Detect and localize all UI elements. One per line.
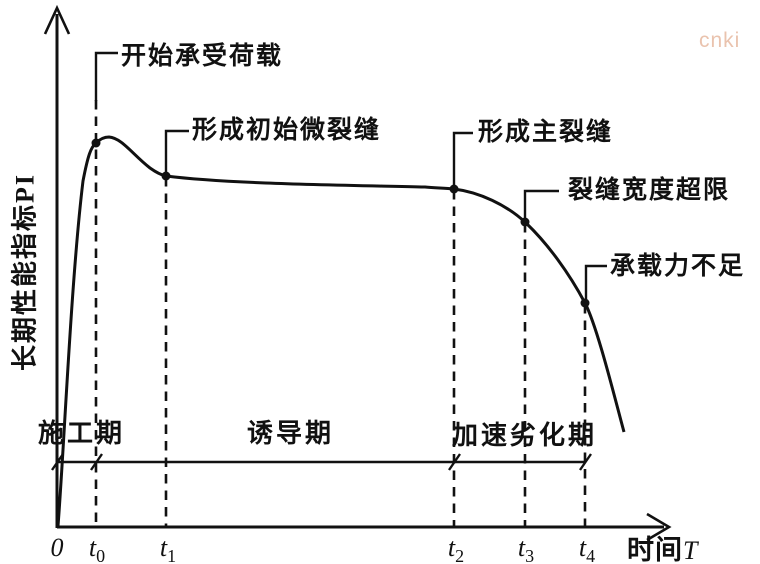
event-marker-t4	[580, 298, 590, 308]
tick-t3-sub: 3	[525, 546, 535, 564]
phase-label-accelerated-deterioration: 加速劣化期	[452, 421, 598, 450]
annotation-bracket-t2	[452, 131, 473, 189]
event-marker-t1	[161, 171, 171, 181]
event-marker-t2	[449, 184, 459, 194]
tick-t1-sub: 1	[167, 546, 177, 564]
phase-label-construction: 施工期	[38, 419, 126, 448]
cnki-watermark: cnki	[699, 29, 741, 52]
tick-t4-sub: 4	[586, 546, 596, 564]
tick-t2-sub: 2	[455, 546, 465, 564]
tick-t2: t2	[448, 534, 464, 564]
tick-t2-base: t	[447, 533, 456, 562]
tick-t0-sub: 0	[96, 546, 106, 564]
tick-t1-base: t	[159, 533, 168, 562]
timeline-divider-slash-t4	[579, 453, 592, 471]
annotation-crack-width-exceeded: 裂缝宽度超限	[568, 177, 731, 204]
annotation-bracket-t4	[584, 264, 607, 303]
annotation-main-crack: 形成主裂缝	[478, 119, 614, 146]
tick-origin-text: 0	[50, 533, 64, 562]
tick-t1: t1	[160, 534, 176, 564]
timeline-divider-slash-origin	[51, 453, 64, 471]
annotation-bracket-t1	[164, 129, 189, 176]
annotation-insufficient-capacity: 承载力不足	[610, 253, 746, 280]
x-axis-arrowhead-icon	[646, 512, 672, 542]
x-axis-label-cjk: 时间	[627, 535, 683, 564]
phase-label-induction: 诱导期	[247, 419, 335, 448]
pi-curve	[56, 135, 626, 527]
x-axis-label: 时间T	[627, 536, 697, 564]
tick-t3: t3	[518, 534, 534, 564]
annotation-bracket-t0	[94, 51, 118, 101]
tick-t4: t4	[579, 534, 595, 564]
event-marker-t0	[91, 138, 101, 148]
annotation-initial-microcracks: 形成初始微裂缝	[192, 117, 382, 144]
timeline-divider-slash-t2	[448, 453, 461, 471]
y-axis-arrowhead-icon	[43, 4, 71, 35]
annotation-start-loading: 开始承受荷载	[121, 43, 284, 70]
tick-t3-base: t	[517, 533, 526, 562]
event-marker-t3	[520, 217, 530, 227]
tick-t0: t0	[89, 534, 105, 564]
y-axis-label: 长期性能指标PI	[10, 172, 40, 372]
tick-origin: 0	[51, 534, 64, 561]
x-axis-label-latin: T	[683, 536, 698, 564]
timeline-divider-slash-t0	[90, 453, 103, 471]
tick-t0-base: t	[88, 533, 97, 562]
tick-t4-base: t	[578, 533, 587, 562]
annotation-bracket-t3	[523, 189, 559, 222]
